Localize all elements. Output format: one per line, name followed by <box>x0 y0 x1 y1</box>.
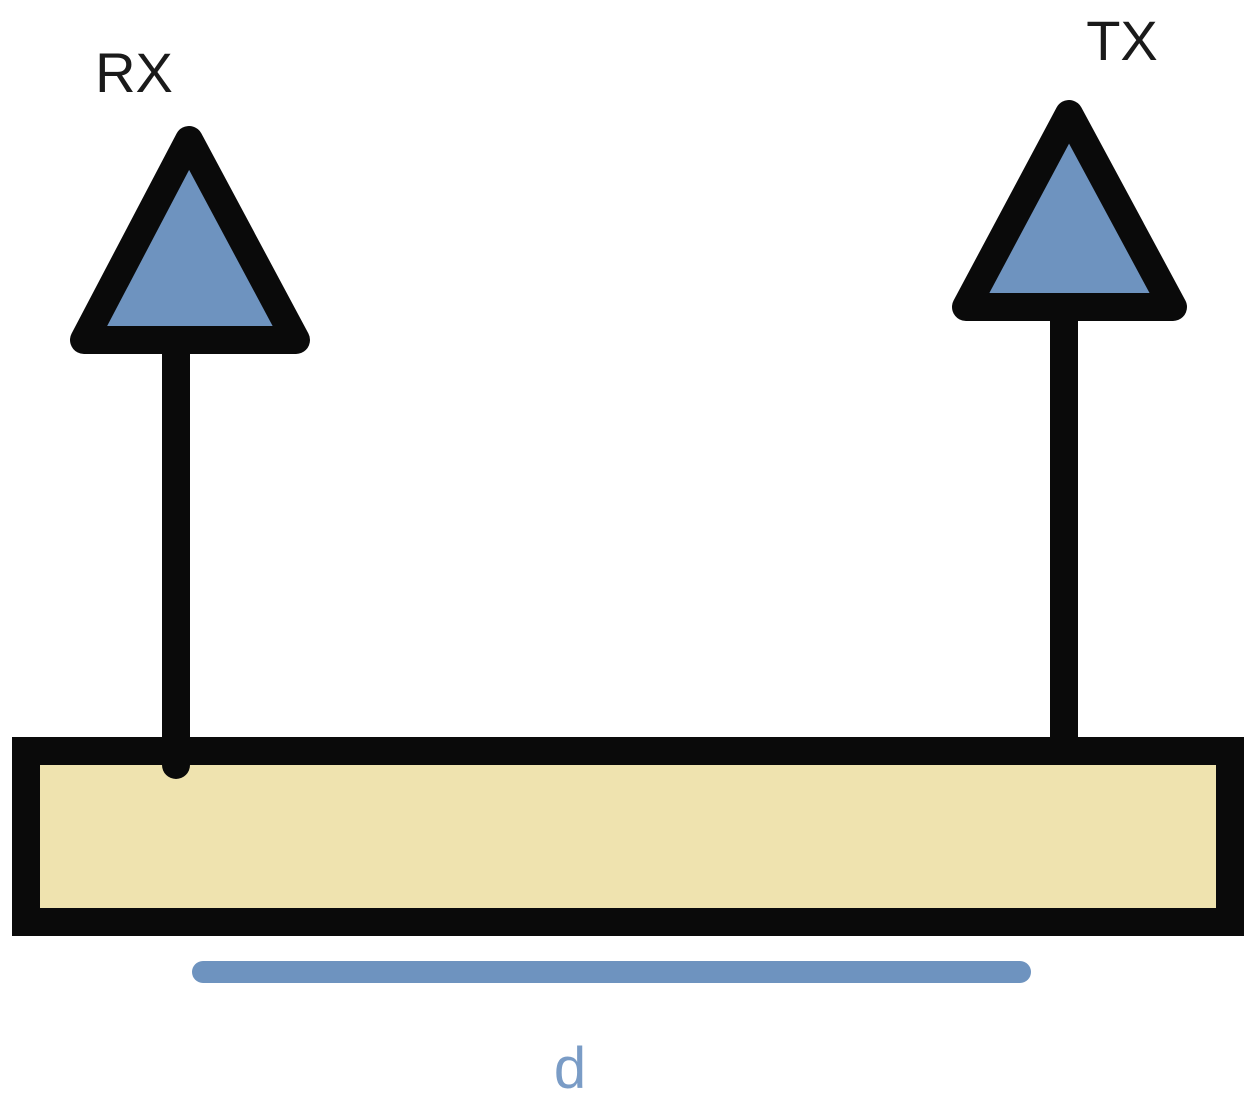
tx-antenna-triangle <box>952 100 1187 321</box>
tx-label: TX <box>1086 9 1158 72</box>
ground-block <box>12 737 1244 936</box>
distance-label: d <box>554 1036 586 1101</box>
rx-antenna-triangle <box>70 126 310 354</box>
rx-label: RX <box>95 41 173 104</box>
